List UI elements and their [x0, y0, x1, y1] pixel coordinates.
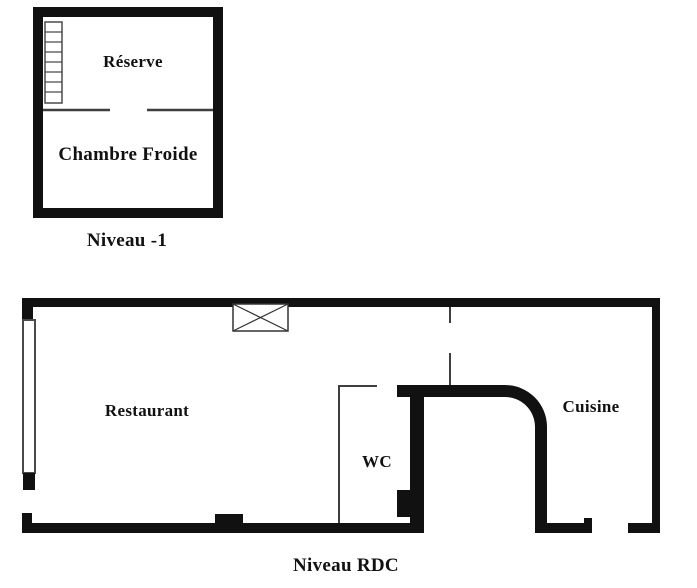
- wc-thick-wall: [410, 385, 424, 533]
- niveau-m1-plan: Réserve Chambre Froide Niveau -1: [33, 7, 223, 251]
- rdc-top-wall: [22, 298, 660, 307]
- room-label-reserve: Réserve: [103, 52, 163, 71]
- vent-box-icon: [232, 303, 289, 332]
- room-label-wc: WC: [362, 452, 392, 471]
- rdc-left-wall-top-stub: [22, 298, 33, 320]
- rdc-bottom-wall-left: [22, 523, 423, 533]
- wc-thick-wall-step: [397, 490, 410, 517]
- curved-wall: [397, 385, 547, 533]
- niveau-rdc-plan: Restaurant WC Cuisine Niveau RDC: [22, 298, 660, 576]
- caption-niveau-m1: Niveau -1: [87, 230, 167, 251]
- rdc-bottom-wall-mid: [535, 523, 592, 533]
- rdc-bottom-wall-right: [628, 523, 660, 533]
- window-symbol: [22, 319, 36, 474]
- rdc-right-wall: [652, 298, 660, 533]
- m1-interior: [43, 17, 213, 208]
- rdc-left-wall-bottom-stub: [23, 473, 35, 490]
- room-label-cuisine: Cuisine: [563, 397, 620, 416]
- caption-niveau-rdc: Niveau RDC: [293, 555, 399, 576]
- rdc-bottom-mid-stub: [584, 518, 592, 524]
- vent-box-diagonal: [232, 303, 289, 332]
- staircase-icon: [44, 21, 63, 104]
- room-label-restaurant: Restaurant: [105, 401, 189, 420]
- room-label-chambre-froide: Chambre Froide: [58, 144, 197, 165]
- pillar-block: [215, 514, 243, 524]
